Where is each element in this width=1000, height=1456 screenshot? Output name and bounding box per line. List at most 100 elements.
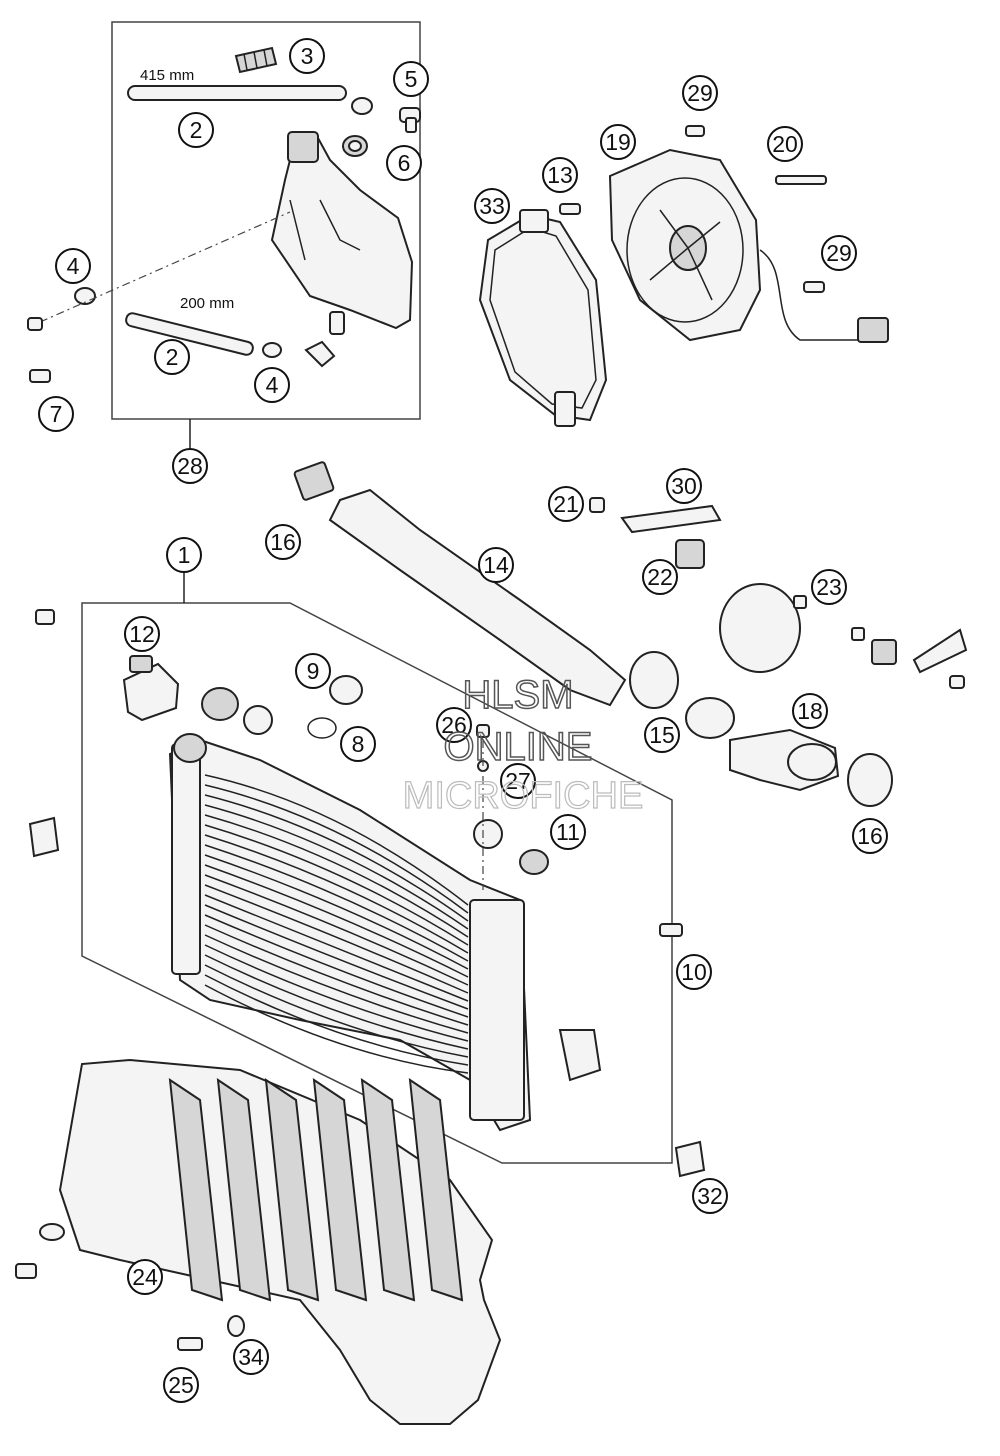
radiator xyxy=(168,705,602,1132)
callout-14: 14 xyxy=(478,547,514,583)
screw-left-mid xyxy=(35,609,55,625)
callout-2-upper: 2 xyxy=(178,112,214,148)
svg-text:27: 27 xyxy=(505,768,531,794)
svg-text:5: 5 xyxy=(405,66,418,92)
temperature-sensor xyxy=(201,675,363,739)
hose-short-dimension: 200 mm xyxy=(180,295,234,312)
callout-2-lower: 2 xyxy=(154,339,190,375)
callout-11: 11 xyxy=(550,814,586,850)
watermark-line-2: ONLINE xyxy=(444,725,593,769)
screw-26-27 xyxy=(476,724,490,890)
guard-louver xyxy=(264,1077,320,1302)
svg-text:34: 34 xyxy=(238,1344,264,1370)
guard-louver xyxy=(312,1077,368,1302)
radiator-group-box xyxy=(81,602,673,1164)
svg-text:29: 29 xyxy=(687,80,713,106)
screw-left-upper xyxy=(27,317,51,383)
callout-26: 26 xyxy=(436,707,472,743)
reservoir-group-box xyxy=(111,21,421,420)
svg-text:22: 22 xyxy=(647,564,673,590)
reservoir-cap xyxy=(234,46,278,74)
radiator-fin xyxy=(204,824,469,946)
radiator-fin xyxy=(204,924,469,1026)
callout-16-lower: 16 xyxy=(852,818,888,854)
radiator-fin xyxy=(204,854,469,970)
callout-28: 28 xyxy=(172,448,208,484)
clip-left xyxy=(28,816,60,858)
svg-text:32: 32 xyxy=(697,1183,723,1209)
screw-10 xyxy=(659,923,683,937)
svg-text:26: 26 xyxy=(441,712,467,738)
hose-clamp-16 xyxy=(847,753,893,807)
callout-32: 32 xyxy=(692,1178,728,1214)
radiator-fin xyxy=(204,794,469,922)
hose-200mm xyxy=(125,312,254,356)
svg-text:2: 2 xyxy=(166,344,179,370)
svg-text:12: 12 xyxy=(129,621,155,647)
radiator-fins xyxy=(204,774,469,1074)
svg-text:33: 33 xyxy=(479,193,505,219)
svg-text:11: 11 xyxy=(556,819,580,845)
svg-text:16: 16 xyxy=(857,823,883,849)
radiator-fin xyxy=(204,804,469,930)
guard-louvers xyxy=(168,1077,464,1302)
coolant-reservoir xyxy=(270,131,414,335)
svg-text:3: 3 xyxy=(301,43,314,69)
svg-text:21: 21 xyxy=(553,491,579,517)
guard-louver xyxy=(408,1077,464,1302)
callout-29-upper: 29 xyxy=(682,75,718,111)
grommet-11 xyxy=(519,849,549,875)
callout-5: 5 xyxy=(393,61,429,97)
svg-text:14: 14 xyxy=(483,552,509,578)
radiator-fin xyxy=(204,934,469,1034)
radiator-fin xyxy=(204,774,469,906)
callout-21: 21 xyxy=(548,486,584,522)
fan-shroud xyxy=(478,209,608,427)
radiator-guard xyxy=(58,1058,502,1425)
callout-12: 12 xyxy=(124,616,160,652)
radiator-hose-upper xyxy=(293,461,627,707)
callout-18: 18 xyxy=(792,693,828,729)
radiator-fin xyxy=(204,974,469,1066)
svg-text:8: 8 xyxy=(352,731,365,757)
svg-text:19: 19 xyxy=(605,129,631,155)
svg-text:25: 25 xyxy=(168,1372,194,1398)
cooling-fan xyxy=(608,148,889,343)
callout-10: 10 xyxy=(676,954,712,990)
radiator-fin xyxy=(204,914,469,1018)
callout-9: 9 xyxy=(295,653,331,689)
radiator-fin xyxy=(204,894,469,1002)
radiator-fin xyxy=(204,954,469,1050)
guard-bolts xyxy=(15,1223,245,1351)
callout-23: 23 xyxy=(811,569,847,605)
svg-text:4: 4 xyxy=(67,253,80,279)
svg-text:30: 30 xyxy=(671,473,697,499)
radiator-fin xyxy=(204,984,469,1074)
svg-text:23: 23 xyxy=(816,574,842,600)
guard-louver xyxy=(216,1077,272,1302)
svg-text:7: 7 xyxy=(50,401,63,427)
hose-clamp-15 xyxy=(629,651,735,739)
svg-text:1: 1 xyxy=(178,542,191,568)
callout-8: 8 xyxy=(340,726,376,762)
svg-text:20: 20 xyxy=(772,131,798,157)
hose-clamp-and-fitting xyxy=(351,97,421,133)
radiator-fin xyxy=(204,884,469,994)
callout-6: 6 xyxy=(386,145,422,181)
radiator-fin xyxy=(204,834,469,954)
callout-29-lower: 29 xyxy=(821,235,857,271)
callout-4-lower: 4 xyxy=(254,367,290,403)
callout-22: 22 xyxy=(642,559,678,595)
svg-text:10: 10 xyxy=(681,959,707,985)
svg-text:2: 2 xyxy=(190,117,203,143)
svg-text:29: 29 xyxy=(826,240,852,266)
svg-text:9: 9 xyxy=(307,658,320,684)
bolt-13 xyxy=(559,203,581,215)
radiator-fin xyxy=(204,904,469,1010)
hose-415mm xyxy=(127,85,347,101)
radiator-hose-lower xyxy=(729,728,840,792)
callout-25: 25 xyxy=(163,1367,199,1403)
radiator-cap xyxy=(122,655,180,722)
svg-text:24: 24 xyxy=(132,1264,158,1290)
